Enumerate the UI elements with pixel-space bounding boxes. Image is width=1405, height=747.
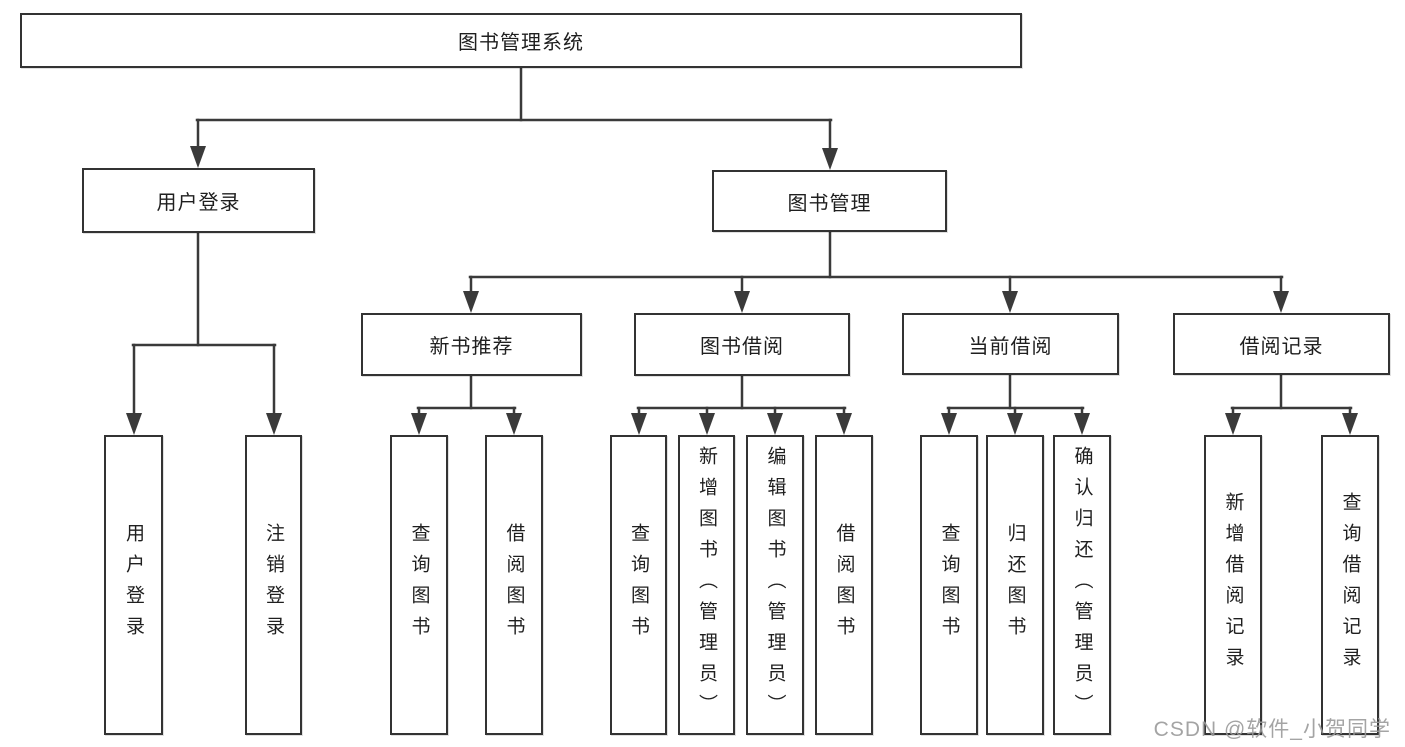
node-borrow-records: 借阅记录	[1173, 313, 1390, 375]
node-user-login: 用户登录	[82, 168, 315, 233]
node-library-management-system: 图书管理系统	[20, 13, 1022, 68]
node-new-book-recommend: 新书推荐	[361, 313, 582, 376]
node-current-borrow: 当前借阅	[902, 313, 1119, 375]
leaf-query-books-current: 查询图书	[920, 435, 978, 735]
arrowhead-icons	[126, 146, 1358, 435]
leaf-borrow-books: 借阅图书	[815, 435, 873, 735]
leaf-logout: 注销登录	[245, 435, 302, 735]
leaf-return-book: 归还图书	[986, 435, 1044, 735]
node-book-management: 图书管理	[712, 170, 947, 232]
leaf-confirm-return-admin: 确认归还（管理员）	[1053, 435, 1111, 735]
csdn-watermark: CSDN @软件_小贺同学	[1153, 718, 1391, 741]
leaf-borrow-books-recommend: 借阅图书	[485, 435, 543, 735]
leaf-query-books-borrow: 查询图书	[610, 435, 667, 735]
leaf-query-books-recommend: 查询图书	[390, 435, 448, 735]
leaf-user-login: 用户登录	[104, 435, 163, 735]
node-book-borrow: 图书借阅	[634, 313, 850, 376]
leaf-edit-book-admin: 编辑图书（管理员）	[746, 435, 804, 735]
leaf-query-borrow-record: 查询借阅记录	[1321, 435, 1379, 735]
leaf-add-borrow-record: 新增借阅记录	[1204, 435, 1262, 735]
leaf-add-book-admin: 新增图书（管理员）	[678, 435, 735, 735]
